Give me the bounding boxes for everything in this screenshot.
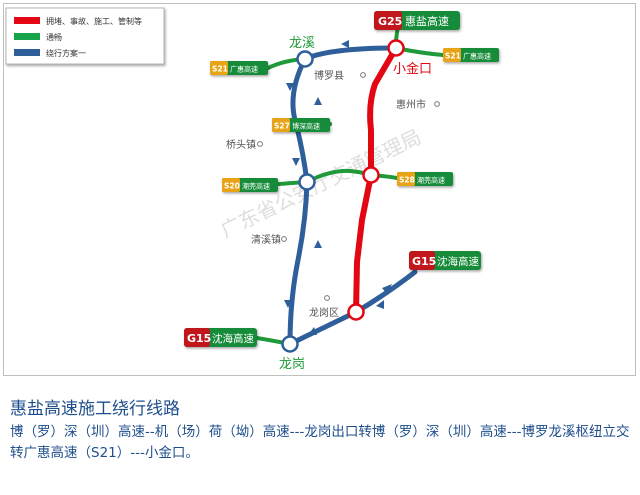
badge-s27-name: 博深高速 <box>292 122 320 131</box>
badge-s28-code: S28 <box>399 176 415 185</box>
legend: 拥堵、事故、施工、管制等 通畅 绕行方案一 <box>5 7 165 65</box>
badge-g25-code-bg <box>374 11 402 30</box>
badge-s20-name: 潮莞高速 <box>242 182 270 191</box>
node-longxi <box>296 50 314 68</box>
legend-swatch-congestion <box>14 17 40 24</box>
caption-title: 惠盐高速施工绕行线路 <box>10 399 180 419</box>
route-map: 拥堵、事故、施工、管制等 通畅 绕行方案一 广东省公安厅交通管理局 <box>3 3 636 376</box>
place-boluo: 博罗县 <box>314 69 344 82</box>
place-huizhou: 惠州市 <box>396 98 426 111</box>
place-qiaotou: 桥头镇 <box>226 138 256 151</box>
badge-g15-east-code: G15 <box>412 255 436 268</box>
arrow-left-icon <box>341 40 349 48</box>
badge-s21-east: S21 广惠高速 <box>443 48 499 62</box>
label-longxi: 龙溪 <box>289 36 315 51</box>
badge-s21-west: S21 广惠高速 <box>210 61 268 75</box>
arrow-down-icon <box>284 300 292 308</box>
label-longgang: 龙岗 <box>279 357 305 372</box>
label-xiaojinkou: 小金口 <box>393 61 432 77</box>
arrow-down-icon <box>286 83 294 91</box>
badge-s27-code-bg <box>272 118 290 132</box>
badge-g15-east: G15 沈海高速 <box>409 251 481 270</box>
place-marker-icon <box>360 72 366 78</box>
legend-swatch-clear <box>14 33 40 40</box>
interchanges <box>281 39 405 353</box>
place-marker-icon <box>324 295 330 301</box>
badge-g25-code: G25 <box>378 15 402 28</box>
congested-route-g25 <box>353 45 399 315</box>
map-canvas: 拥堵、事故、施工、管制等 通畅 绕行方案一 广东省公安厅交通管理局 <box>3 3 636 376</box>
node-s20 <box>298 173 316 191</box>
badge-s27-code: S27 <box>274 122 290 131</box>
legend-swatch-detour <box>14 49 40 56</box>
badge-s20: S20 潮莞高速 <box>222 178 278 192</box>
badge-s28: S28 潮莞高速 <box>397 172 453 186</box>
node-xiaojinkou <box>387 39 405 57</box>
arrow-up-icon <box>314 97 322 105</box>
place-marker-icon <box>281 236 287 242</box>
arrow-up-icon <box>314 240 322 248</box>
arrow-left-icon <box>376 300 384 309</box>
badge-s21-east-name: 广惠高速 <box>463 52 491 61</box>
place-labels: 博罗县 惠州市 桥头镇 清溪镇 龙岗区 <box>226 69 440 319</box>
badge-g15-east-name: 沈海高速 <box>437 255 479 268</box>
legend-label-congestion: 拥堵、事故、施工、管制等 <box>46 16 142 26</box>
badge-s28-name: 潮莞高速 <box>417 176 445 185</box>
badge-s21-west-code: S21 <box>212 65 228 74</box>
badge-s21-west-name: 广惠高速 <box>230 65 258 74</box>
badge-s21-east-code: S21 <box>445 52 461 61</box>
arrow-down-icon <box>292 158 300 166</box>
node-longgang <box>281 335 299 353</box>
detour-route <box>287 45 399 347</box>
caption-panel: 惠盐高速施工绕行线路 博（罗）深（圳）高速--机（场）荷（坳）高速---龙岗出口… <box>0 380 640 495</box>
legend-label-detour: 绕行方案一 <box>46 48 86 58</box>
direction-arrows <box>284 40 392 335</box>
badge-s27: S27 博深高速 <box>272 118 330 132</box>
map-frame <box>3 3 636 376</box>
caption-body: 博（罗）深（圳）高速--机（场）荷（坳）高速---龙岗出口转博（罗）深（圳）高速… <box>10 424 630 461</box>
badge-s20-code-bg <box>222 178 240 192</box>
badge-g15-west: G15 沈海高速 <box>184 328 257 347</box>
badge-g25: G25 惠盐高速 <box>374 11 460 30</box>
place-qingxi: 清溪镇 <box>251 233 281 246</box>
badge-s21-west-code-bg <box>210 61 228 75</box>
place-marker-icon <box>257 141 263 147</box>
badge-g15-west-code-bg <box>184 328 210 347</box>
place-longgangqu: 龙岗区 <box>309 306 339 319</box>
badge-g15-west-code: G15 <box>187 332 211 345</box>
badge-g15-east-code-bg <box>409 251 435 270</box>
node-longgang-qu <box>347 303 365 321</box>
node-s28 <box>362 166 380 184</box>
badge-s20-code: S20 <box>224 182 240 191</box>
arrow-right-icon <box>308 327 317 335</box>
place-marker-icon <box>434 101 440 107</box>
badge-g25-name: 惠盐高速 <box>405 14 449 28</box>
badge-s28-code-bg <box>397 172 415 186</box>
arrow-up-right-icon <box>382 284 392 294</box>
badge-g15-west-name: 沈海高速 <box>212 332 254 345</box>
legend-label-clear: 通畅 <box>46 32 62 42</box>
badge-s21-east-code-bg <box>443 48 461 62</box>
